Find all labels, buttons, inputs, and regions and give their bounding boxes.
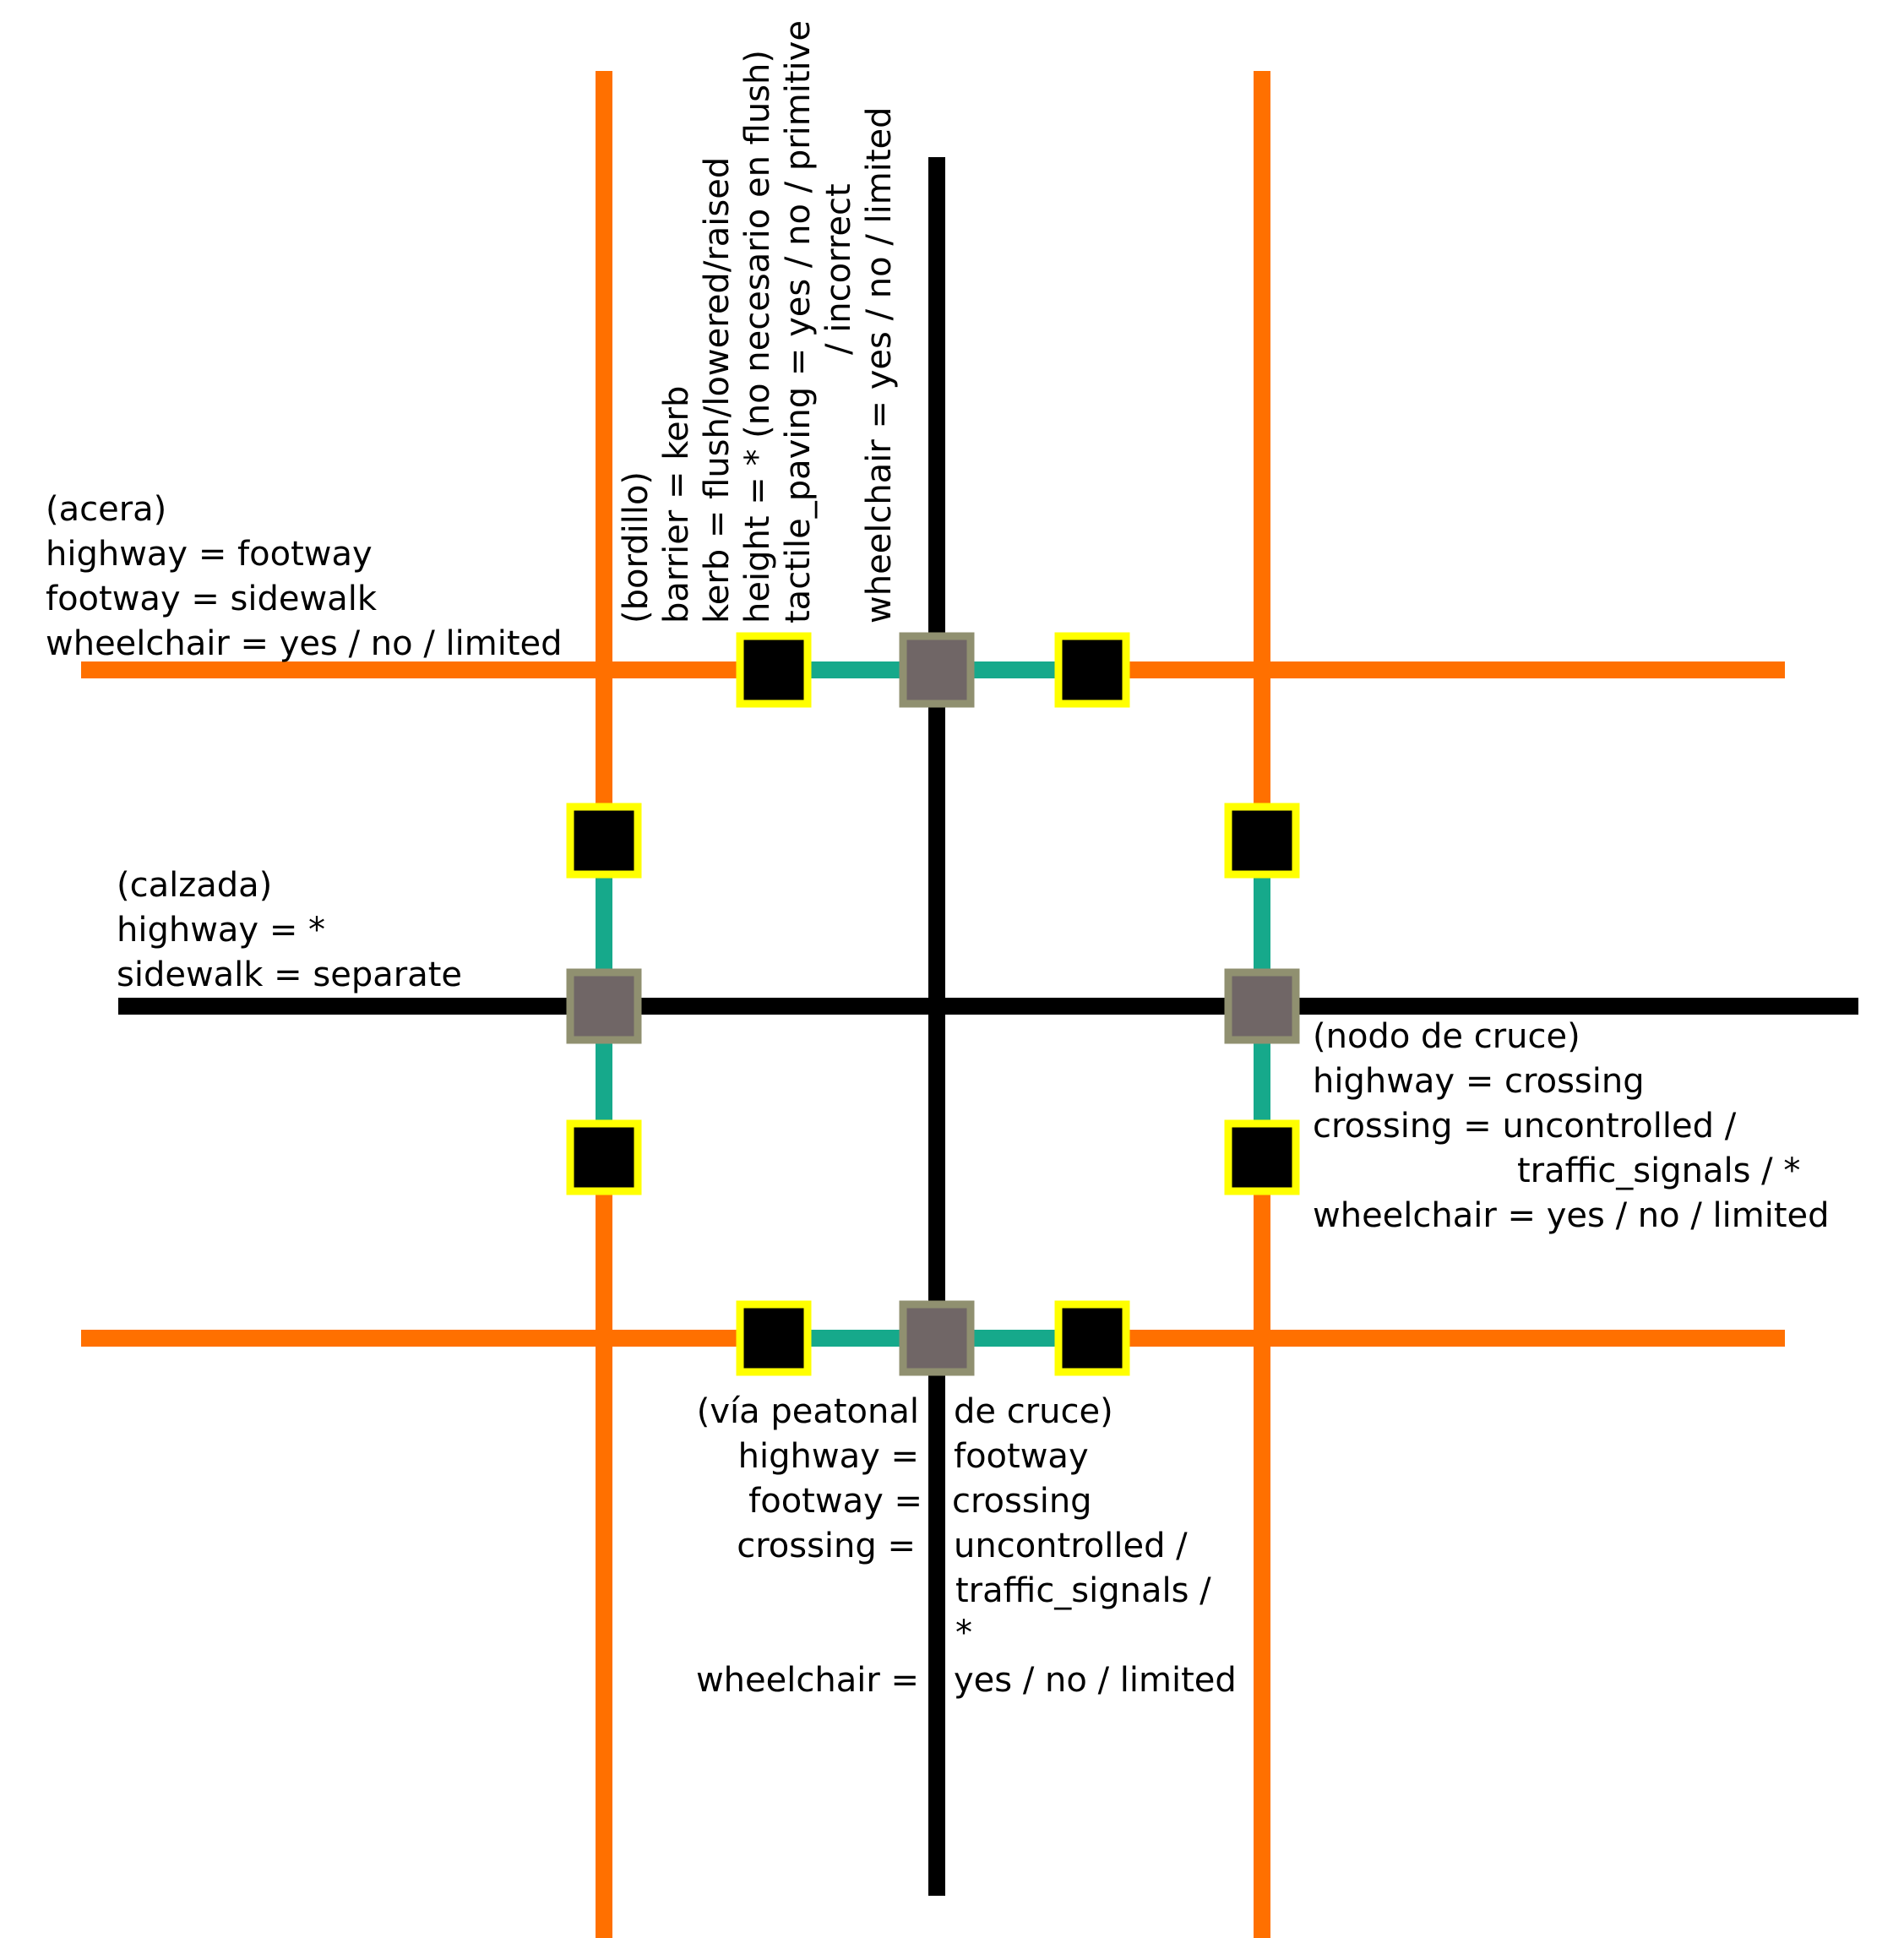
acera-line-3: wheelchair = yes / no / limited xyxy=(46,624,563,663)
crossing-node-left xyxy=(566,968,642,1044)
bordillo-line-2: kerb = flush/lowered/raised xyxy=(698,157,737,623)
nodo-line-4: wheelchair = yes / no / limited xyxy=(1313,1196,1830,1235)
via-val-3a: uncontrolled / xyxy=(954,1527,1188,1565)
calzada-line-1: highway = * xyxy=(117,911,325,950)
bordillo-line-3: height = * (no necesario en flush) xyxy=(738,50,777,623)
kerb-node-top-left xyxy=(736,632,812,708)
label-calzada: (calzada) highway = * sidewalk = separat… xyxy=(117,866,462,994)
kerb-node-bottom-right xyxy=(1054,1300,1130,1376)
kerb-node-right-bottom xyxy=(1224,1119,1300,1195)
bordillo-line-4: tactile_paving = yes / no / primitive xyxy=(779,20,818,623)
via-title-b: de cruce) xyxy=(954,1392,1113,1431)
via-key-2: footway = xyxy=(748,1482,922,1521)
via-val-2: crossing xyxy=(952,1482,1092,1521)
bordillo-line-1: barrier = kerb xyxy=(657,386,696,623)
road-lines xyxy=(118,157,1858,1896)
via-val-3b: traffic_signals / xyxy=(955,1571,1211,1610)
bordillo-line-5: / incorrect xyxy=(819,183,858,355)
bordillo-title: (bordillo) xyxy=(617,471,656,623)
via-key-3: crossing = xyxy=(737,1527,916,1565)
label-bordillo: (bordillo) barrier = kerb kerb = flush/l… xyxy=(617,20,899,623)
via-key-4: wheelchair = xyxy=(696,1661,919,1700)
calzada-line-2: sidewalk = separate xyxy=(117,955,462,994)
via-val-3c: * xyxy=(955,1614,972,1652)
crossing-node-top xyxy=(899,632,975,708)
nodo-line-2: crossing = uncontrolled / xyxy=(1313,1107,1737,1146)
label-via-peatonal: (vía peatonal de cruce) highway = footwa… xyxy=(696,1392,1237,1700)
kerb-node-bottom-left xyxy=(736,1300,812,1376)
nodo-line-1: highway = crossing xyxy=(1313,1062,1645,1101)
nodo-line-3: traffic_signals / * xyxy=(1517,1151,1800,1190)
crossing-node-bottom xyxy=(899,1300,975,1376)
kerb-node-top-right xyxy=(1054,632,1130,708)
label-nodo-de-cruce: (nodo de cruce) highway = crossing cross… xyxy=(1313,1017,1830,1235)
kerb-node-left-bottom xyxy=(566,1119,642,1195)
kerb-nodes xyxy=(566,632,1300,1376)
kerb-node-right-top xyxy=(1224,803,1300,879)
bordillo-line-6: wheelchair = yes / no / limited xyxy=(860,106,899,623)
crossing-node-right xyxy=(1224,968,1300,1044)
via-val-1: footway xyxy=(954,1437,1089,1476)
kerb-node-left-top xyxy=(566,803,642,879)
acera-line-2: footway = sidewalk xyxy=(46,580,378,618)
via-val-4: yes / no / limited xyxy=(954,1661,1237,1700)
acera-title: (acera) xyxy=(46,490,166,529)
label-acera: (acera) highway = footway footway = side… xyxy=(46,490,563,663)
acera-line-1: highway = footway xyxy=(46,535,373,574)
calzada-title: (calzada) xyxy=(117,866,272,905)
crossing-nodes xyxy=(566,632,1300,1376)
via-key-1: highway = xyxy=(738,1437,919,1476)
via-title-a: (vía peatonal xyxy=(697,1392,919,1431)
nodo-title: (nodo de cruce) xyxy=(1313,1017,1580,1056)
